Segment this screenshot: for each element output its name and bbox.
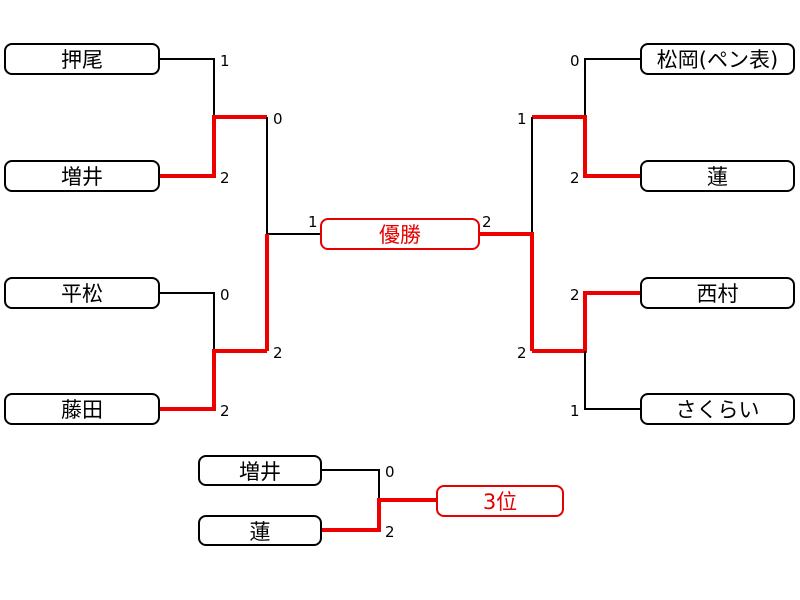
score-left-r1-2: 2 xyxy=(220,169,230,187)
player-box-left-1: 押尾 xyxy=(4,43,160,75)
player-name: 平松 xyxy=(61,282,103,306)
line-oshio xyxy=(160,58,215,117)
line-third-masui xyxy=(322,469,380,500)
player-box-right-4: さくらい xyxy=(640,393,795,425)
third-place-box: 3位 xyxy=(436,485,564,517)
player-box-left-2: 増井 xyxy=(4,160,160,192)
line-matsuoka xyxy=(584,58,640,117)
score-third-1: 0 xyxy=(385,463,395,481)
line-third-ren xyxy=(322,498,436,532)
score-left-r1-3: 0 xyxy=(220,286,230,304)
score-left-semi-1: 0 xyxy=(273,110,283,128)
player-name: 増井 xyxy=(239,459,281,484)
score-right-r1-4: 1 xyxy=(570,402,580,420)
score-right-r1-2: 2 xyxy=(570,169,580,187)
score-final-right: 2 xyxy=(482,213,492,231)
line-sakurai xyxy=(584,351,640,410)
player-box-left-3: 平松 xyxy=(4,277,160,309)
line-right-semi-bottom xyxy=(480,232,534,351)
score-right-semi-1: 1 xyxy=(517,110,527,128)
score-left-r1-1: 1 xyxy=(220,52,230,70)
third-place-player-2: 蓮 xyxy=(198,515,322,546)
score-final-left: 1 xyxy=(308,213,318,231)
player-box-right-3: 西村 xyxy=(640,277,795,309)
player-name: 西村 xyxy=(696,282,739,306)
line-fujita xyxy=(160,349,267,411)
score-left-semi-2: 2 xyxy=(273,344,283,362)
player-box-right-1: 松岡(ペン表) xyxy=(640,43,795,75)
player-name: 押尾 xyxy=(61,48,103,72)
player-name: 藤田 xyxy=(61,398,103,422)
score-right-r1-1: 0 xyxy=(570,52,580,70)
player-box-right-2: 蓮 xyxy=(640,160,795,192)
player-name: さくらい xyxy=(675,398,760,422)
champion-label: 優勝 xyxy=(379,223,421,247)
line-ren xyxy=(532,115,640,178)
player-name: 蓮 xyxy=(249,519,271,544)
player-box-left-4: 藤田 xyxy=(4,393,160,425)
score-third-2: 2 xyxy=(385,523,395,541)
score-left-r1-4: 2 xyxy=(220,402,230,420)
third-place-player-1: 増井 xyxy=(198,455,322,486)
champion-box: 優勝 xyxy=(320,218,480,250)
player-name: 松岡(ペン表) xyxy=(656,48,779,72)
score-right-r1-3: 2 xyxy=(570,286,580,304)
line-hiramatsu xyxy=(160,292,215,351)
score-right-semi-2: 2 xyxy=(517,344,527,362)
line-nishimura xyxy=(532,291,640,353)
player-name: 増井 xyxy=(61,165,103,189)
player-name: 蓮 xyxy=(707,165,728,189)
line-masui xyxy=(160,115,267,178)
third-place-label: 3位 xyxy=(482,490,518,514)
